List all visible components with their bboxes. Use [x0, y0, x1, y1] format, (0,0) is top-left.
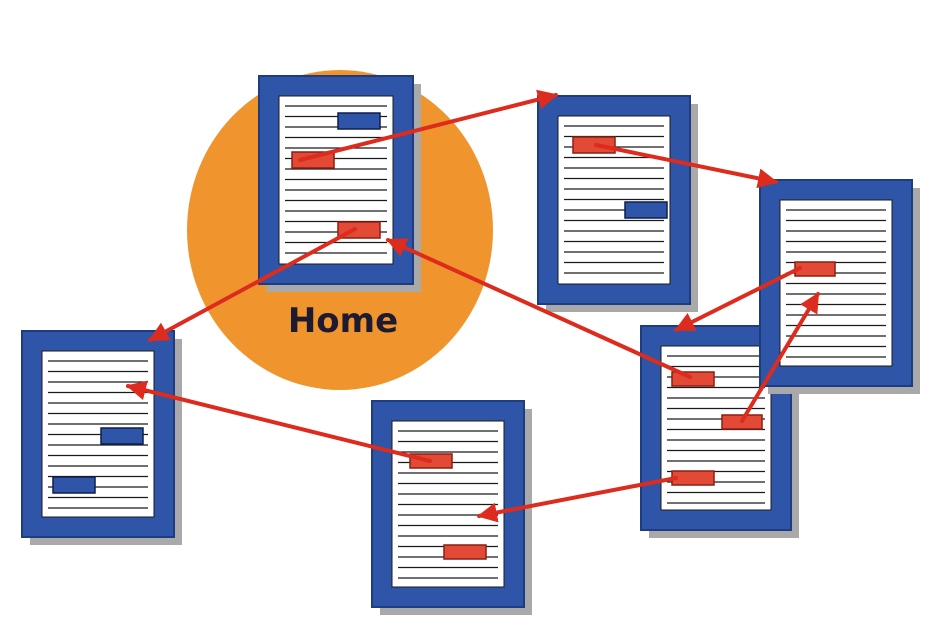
link-arrow: [740, 292, 820, 423]
page-text-lines: [48, 360, 148, 509]
hyperlink-red: [671, 371, 715, 387]
link-arrow: [386, 238, 692, 379]
top-page: [537, 95, 698, 312]
link-arrow: [298, 89, 558, 162]
hyperlink-red: [443, 544, 487, 560]
right-page: [759, 179, 920, 394]
pages-layer: [21, 75, 920, 615]
left-page: [21, 330, 182, 545]
hyperlink-blue: [52, 476, 96, 494]
link-arrow: [594, 143, 778, 189]
hyperlink-red: [671, 470, 715, 486]
home-page: [258, 75, 421, 292]
link-arrow: [126, 380, 432, 463]
link-arrow: [148, 227, 357, 342]
hyperlink-blue: [624, 201, 668, 219]
home-label: Home: [288, 301, 398, 341]
link-arrow: [477, 476, 678, 523]
hyperlink-blue: [100, 427, 144, 445]
page-text-lines: [667, 355, 765, 504]
bottom-page: [371, 400, 532, 615]
link-arrow: [674, 266, 802, 332]
arrows-layer: [126, 89, 820, 523]
hyperlink-blue: [337, 112, 381, 130]
